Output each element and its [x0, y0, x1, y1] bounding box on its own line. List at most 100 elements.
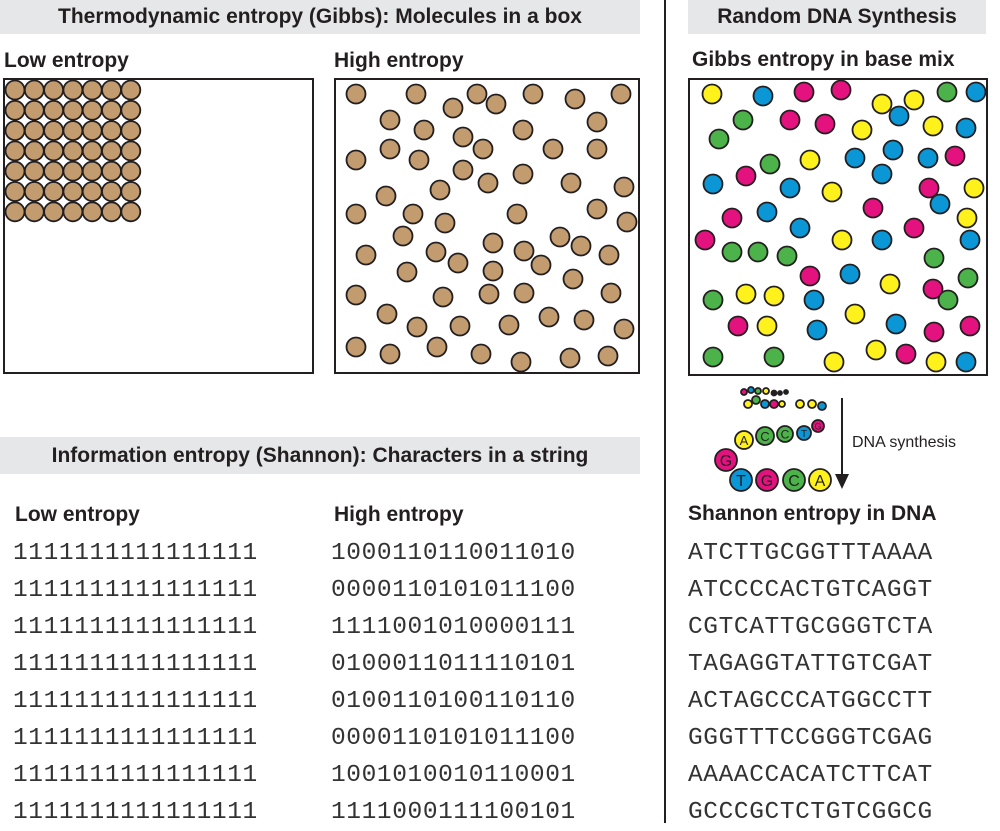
strand-tail-bead [817, 401, 827, 411]
packed-molecule [120, 160, 142, 182]
strand-letter-5: G [720, 453, 732, 470]
packed-molecule [81, 79, 103, 101]
scattered-molecule [598, 244, 620, 266]
thermo-high-label: High entropy [334, 49, 464, 72]
scattered-molecule [355, 244, 377, 266]
base-molecule [789, 217, 811, 239]
base-molecule [727, 315, 749, 337]
strand-base-8 [776, 425, 794, 443]
strand-base-5 [714, 448, 738, 472]
packed-molecule [4, 120, 26, 142]
packed-molecule [23, 201, 45, 223]
scattered-molecule [345, 149, 367, 171]
scattered-molecule [408, 149, 430, 171]
scattered-molecule [613, 318, 635, 340]
scattered-molecule [432, 286, 454, 308]
scattered-molecule [485, 93, 507, 115]
base-molecule [702, 173, 724, 195]
base-molecule [830, 79, 852, 101]
scattered-molecule [498, 314, 520, 336]
base-molecule [776, 245, 798, 267]
base-molecule [721, 241, 743, 263]
base-molecule [871, 93, 893, 115]
strand-tail-bead [795, 399, 805, 409]
packed-molecule [62, 120, 84, 142]
packed-molecule [43, 140, 64, 162]
packed-molecule [43, 120, 64, 142]
strand-tail-bead [743, 399, 753, 409]
strand-tail-bead [807, 399, 817, 409]
strand-tail-bead [751, 395, 761, 405]
base-molecule [955, 117, 977, 139]
base-molecule [756, 315, 778, 337]
base-molecule [956, 207, 978, 229]
packed-molecule [101, 140, 122, 162]
packed-molecule [23, 160, 45, 182]
scattered-molecule [405, 83, 427, 105]
scattered-molecule [375, 185, 397, 207]
packed-molecule [43, 181, 64, 202]
scattered-molecule [513, 240, 535, 262]
strand-letter-3: C [788, 473, 800, 490]
packed-molecule [4, 181, 26, 202]
packed-molecule [43, 99, 64, 121]
strand-letter-7: C [760, 429, 769, 444]
strand-tail-bead [783, 389, 789, 395]
strand-tail-bead [778, 400, 786, 408]
low-entropy-box [3, 78, 314, 374]
base-molecule [957, 267, 979, 289]
low-entropy-string-5: 1111111111111111 [13, 688, 258, 715]
scattered-molecule [562, 268, 584, 290]
thermo-title: Thermodynamic entropy (Gibbs): Molecules… [58, 5, 582, 28]
packed-molecule [4, 201, 26, 223]
scattered-molecule [613, 176, 635, 198]
packed-molecule [120, 79, 142, 101]
info-title-banner: Information entropy (Shannon): Character… [0, 437, 640, 474]
synthesis-arrow-head [835, 474, 849, 489]
base-molecule [721, 207, 743, 229]
base-molecule [823, 351, 845, 373]
scattered-molecule [466, 83, 488, 105]
base-molecule [799, 149, 821, 171]
scattered-molecule [610, 83, 632, 105]
base-molecule [851, 119, 873, 141]
strand-base-9 [796, 425, 812, 441]
strand-base-1 [729, 468, 753, 492]
dna-sequence-3: CGTCATTGCGGGTCTA [688, 614, 933, 641]
scattered-molecule [345, 284, 367, 306]
scattered-molecule [506, 203, 528, 225]
packed-molecule [120, 181, 142, 202]
dna-sequence-6: GGGTTTCCGGGTCGAG [688, 725, 933, 752]
base-molecule [885, 313, 907, 335]
dna-sequence-8: GCCCGCTCTGTCGGCG [688, 799, 933, 826]
base-molecule [763, 285, 785, 307]
strand-tail-bead [754, 387, 762, 395]
strand-letter-10: G [814, 421, 821, 431]
scattered-molecule [452, 159, 474, 181]
scattered-molecule [472, 138, 494, 160]
base-molecule [918, 177, 940, 199]
scattered-molecule [406, 316, 428, 338]
base-molecule [959, 315, 981, 337]
gibbs-base-mix-label: Gibbs entropy in base mix [692, 48, 955, 71]
packed-molecule [120, 201, 142, 223]
strand-letter-6: A [740, 433, 749, 448]
scattered-molecule [482, 232, 504, 254]
base-molecule [799, 265, 821, 287]
packed-molecule [101, 99, 122, 121]
dna-title-banner: Random DNA Synthesis [688, 0, 986, 34]
scattered-molecule [376, 303, 398, 325]
scattered-molecule [442, 97, 464, 119]
strand-base-2 [755, 468, 779, 492]
high-entropy-string-5: 0100110100110110 [331, 688, 576, 715]
base-molecule [803, 289, 825, 311]
scattered-molecule [564, 88, 586, 110]
base-molecule [888, 105, 910, 127]
base-molecule [959, 229, 981, 251]
scattered-molecule [570, 235, 592, 257]
base-molecule [871, 229, 893, 251]
scattered-molecule [449, 315, 471, 337]
strand-tail-bead [740, 388, 748, 396]
scattered-molecule [345, 336, 367, 358]
